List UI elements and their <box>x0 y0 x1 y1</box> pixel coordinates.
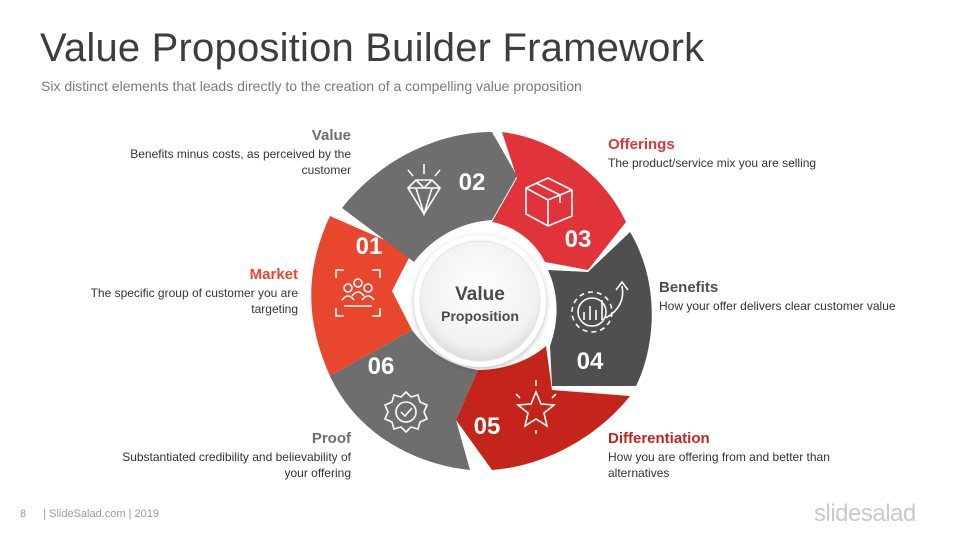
segment-01-number: 01 <box>356 233 383 260</box>
label-value-heading: Value <box>311 127 351 144</box>
label-market-description: The specific group of customer you are t… <box>90 286 298 317</box>
segment-02-number: 02 <box>459 169 486 196</box>
label-offerings-description: The product/service mix you are selling <box>608 156 817 170</box>
segment-01-shape <box>311 216 412 376</box>
page-subtitle: Six distinct elements that leads directl… <box>41 78 582 94</box>
label-value-description: Benefits minus costs, as perceived by th… <box>130 147 351 178</box>
segment-04-number: 04 <box>577 348 604 375</box>
center-subtitle: Proposition <box>441 308 519 324</box>
box-icon <box>525 177 573 227</box>
label-benefits-heading: Benefits <box>659 279 719 296</box>
growth-gear-icon <box>571 280 629 333</box>
center-title: Value <box>455 284 505 305</box>
diamond-icon <box>406 164 442 217</box>
page-number: 8 <box>20 508 27 520</box>
segment-06-number: 06 <box>368 353 395 380</box>
target-people-icon <box>335 269 381 317</box>
label-offerings-heading: Offerings <box>608 136 675 153</box>
label-differentiation-description: How you are offering from and better tha… <box>608 450 830 481</box>
footer: 8 | SlideSalad.com | 2019 <box>20 508 159 520</box>
badge-check-icon <box>383 390 429 434</box>
segment-04-shape <box>548 232 652 386</box>
label-differentiation-heading: Differentiation <box>608 430 710 447</box>
label-offerings: Offerings The product/service mix you ar… <box>608 136 858 171</box>
brand-logo: slidesalad <box>814 500 916 527</box>
label-market-heading: Market <box>249 266 298 283</box>
label-proof-description: Substantiated credibility and believabil… <box>122 450 351 481</box>
label-proof: Proof Substantiated credibility and beli… <box>101 430 351 481</box>
segment-03-shape <box>492 132 626 270</box>
center-circle <box>419 240 541 362</box>
star-icon <box>515 380 557 434</box>
segment-05-number: 05 <box>474 413 501 440</box>
label-benefits-description: How your offer delivers clear customer v… <box>659 299 896 313</box>
footer-text: | SlideSalad.com | 2019 <box>43 508 159 520</box>
label-value: Value Benefits minus costs, as perceived… <box>101 127 351 178</box>
label-market: Market The specific group of customer yo… <box>48 266 298 317</box>
segment-05-shape <box>456 346 630 470</box>
segment-03-number: 03 <box>565 226 592 253</box>
label-proof-heading: Proof <box>311 430 351 447</box>
segment-06-shape <box>330 330 478 470</box>
label-differentiation: Differentiation How you are offering fro… <box>608 430 858 481</box>
page-title: Value Proposition Builder Framework <box>40 26 705 70</box>
label-benefits: Benefits How your offer delivers clear c… <box>659 279 899 314</box>
